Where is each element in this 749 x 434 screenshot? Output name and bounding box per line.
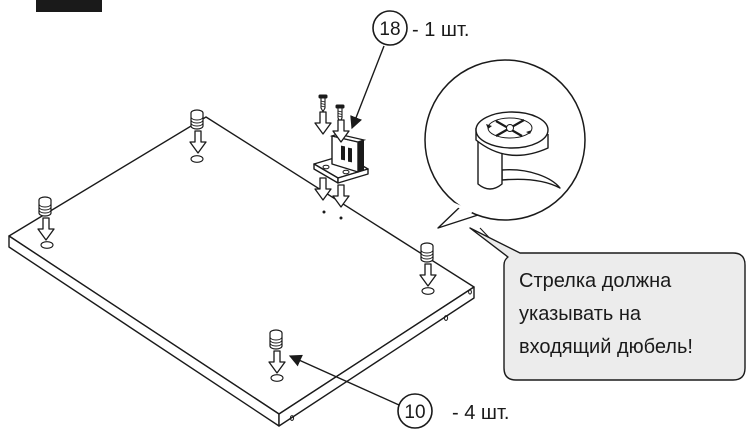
hole-icon xyxy=(270,374,284,382)
part-label-10: 10 - 4 шт. xyxy=(288,354,509,429)
panel-edge-right xyxy=(278,286,475,427)
hole-icon xyxy=(40,241,54,249)
dowel-icon xyxy=(38,196,52,217)
dowel-icon xyxy=(269,329,283,350)
part-number-circle xyxy=(372,10,408,46)
step-number-box xyxy=(36,0,102,12)
callout-bubble: Стрелка должна указывать на входящий дюб… xyxy=(469,227,746,381)
dowel-icon xyxy=(190,109,204,130)
cam-lock-icon xyxy=(475,111,561,190)
callout-shape xyxy=(469,227,746,381)
screw-icon xyxy=(334,103,346,123)
down-arrow-icon xyxy=(314,111,332,135)
screw-icon xyxy=(317,93,329,113)
detail-magnifier xyxy=(424,59,586,271)
leader-arrow xyxy=(288,354,400,406)
corner-bracket-icon xyxy=(313,133,369,184)
callout-line-2: указывать на xyxy=(519,303,642,325)
hole-icon xyxy=(421,287,435,295)
callout-line-3: входящий дюбель! xyxy=(519,336,693,358)
hole-icon xyxy=(190,155,204,163)
leader-arrow xyxy=(350,45,385,130)
step-header xyxy=(36,0,102,12)
part-quantity: - 1 шт. xyxy=(412,19,469,41)
callout-line-1: Стрелка должна xyxy=(519,270,672,292)
part-number: 10 xyxy=(404,402,425,423)
part-quantity: - 4 шт. xyxy=(452,402,509,424)
part-label-18: 18 - 1 шт. xyxy=(350,10,469,130)
part-number-circle xyxy=(397,393,433,429)
panel xyxy=(8,116,475,427)
dowel-icon xyxy=(420,242,434,263)
part-number: 18 xyxy=(379,19,400,40)
panel-top-face xyxy=(8,116,475,415)
